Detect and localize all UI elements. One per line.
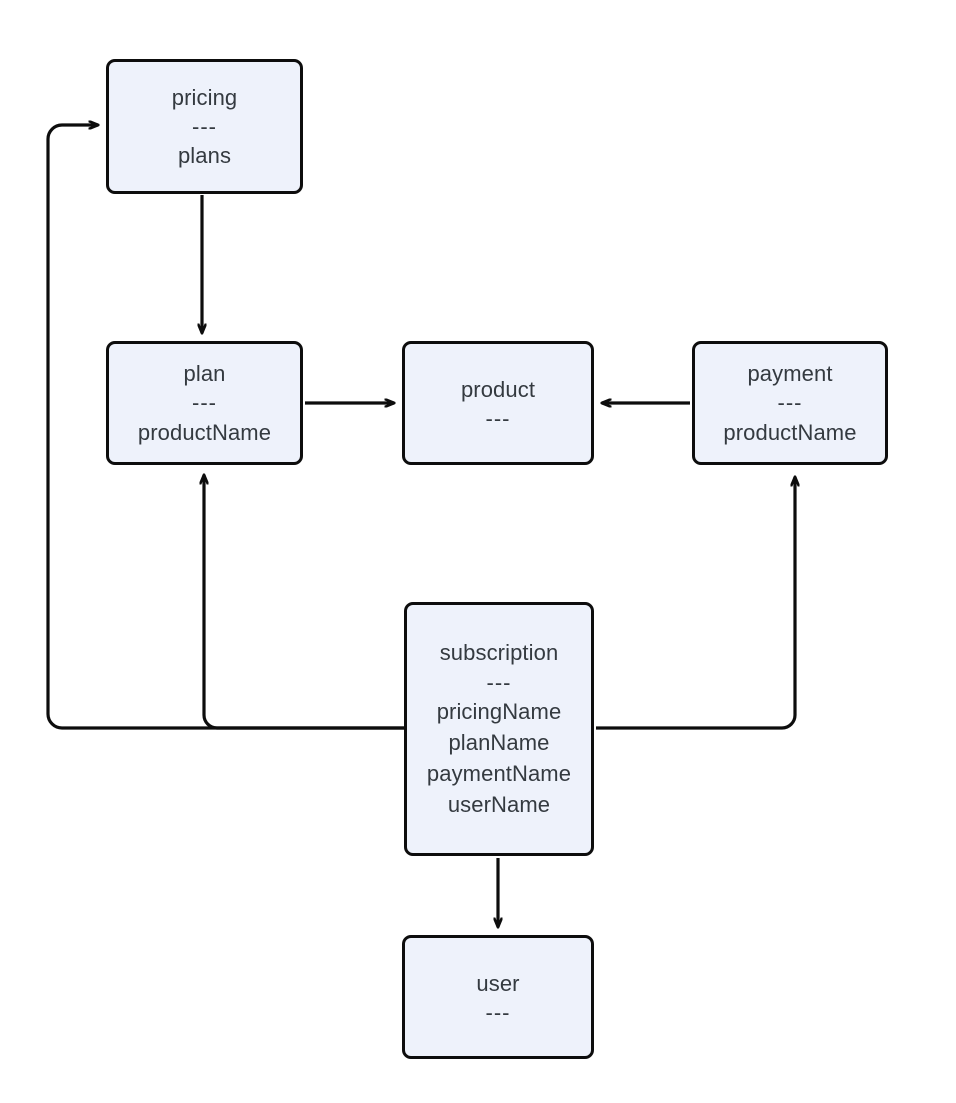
edge-subscription-to-payment (596, 477, 795, 730)
entity-separator: --- (777, 390, 803, 416)
entity-separator: --- (485, 406, 511, 432)
entity-node-payment[interactable]: payment --- productName (692, 341, 888, 465)
entity-attribute: productName (723, 419, 857, 445)
entity-title-user: user (476, 970, 520, 996)
entity-separator: --- (192, 113, 217, 139)
entity-separator: --- (192, 390, 217, 416)
entity-title-payment: payment (747, 361, 833, 387)
entity-attribute: pricingName (436, 698, 562, 724)
entity-title-pricing: pricing (171, 84, 238, 110)
entity-node-subscription[interactable]: subscription --- pricingName planName pa… (404, 602, 594, 856)
edge-subscription-to-plan (204, 475, 404, 730)
entity-title-product: product (460, 376, 536, 402)
entity-attribute: userName (447, 792, 551, 818)
entity-attribute: plans (177, 143, 232, 169)
entity-attributes-plan: productName (138, 417, 271, 448)
entity-attributes-payment: productName (723, 417, 856, 448)
entity-attributes-subscription: pricingName planName paymentName userNam… (427, 696, 571, 821)
entity-node-pricing[interactable]: pricing --- plans (106, 59, 303, 194)
entity-attribute: paymentName (426, 761, 572, 787)
entity-separator: --- (485, 1000, 511, 1026)
entity-node-product[interactable]: product --- (402, 341, 594, 465)
entity-node-plan[interactable]: plan --- productName (106, 341, 303, 465)
entity-title-plan: plan (183, 361, 226, 387)
entity-attribute: planName (448, 729, 550, 755)
entity-attributes-pricing: plans (178, 140, 231, 171)
entity-attribute: productName (137, 419, 272, 445)
edge-subscription-to-pricing (46, 125, 404, 730)
entity-node-user[interactable]: user --- (402, 935, 594, 1059)
entity-title-subscription: subscription (439, 640, 559, 666)
entity-separator: --- (486, 669, 512, 695)
